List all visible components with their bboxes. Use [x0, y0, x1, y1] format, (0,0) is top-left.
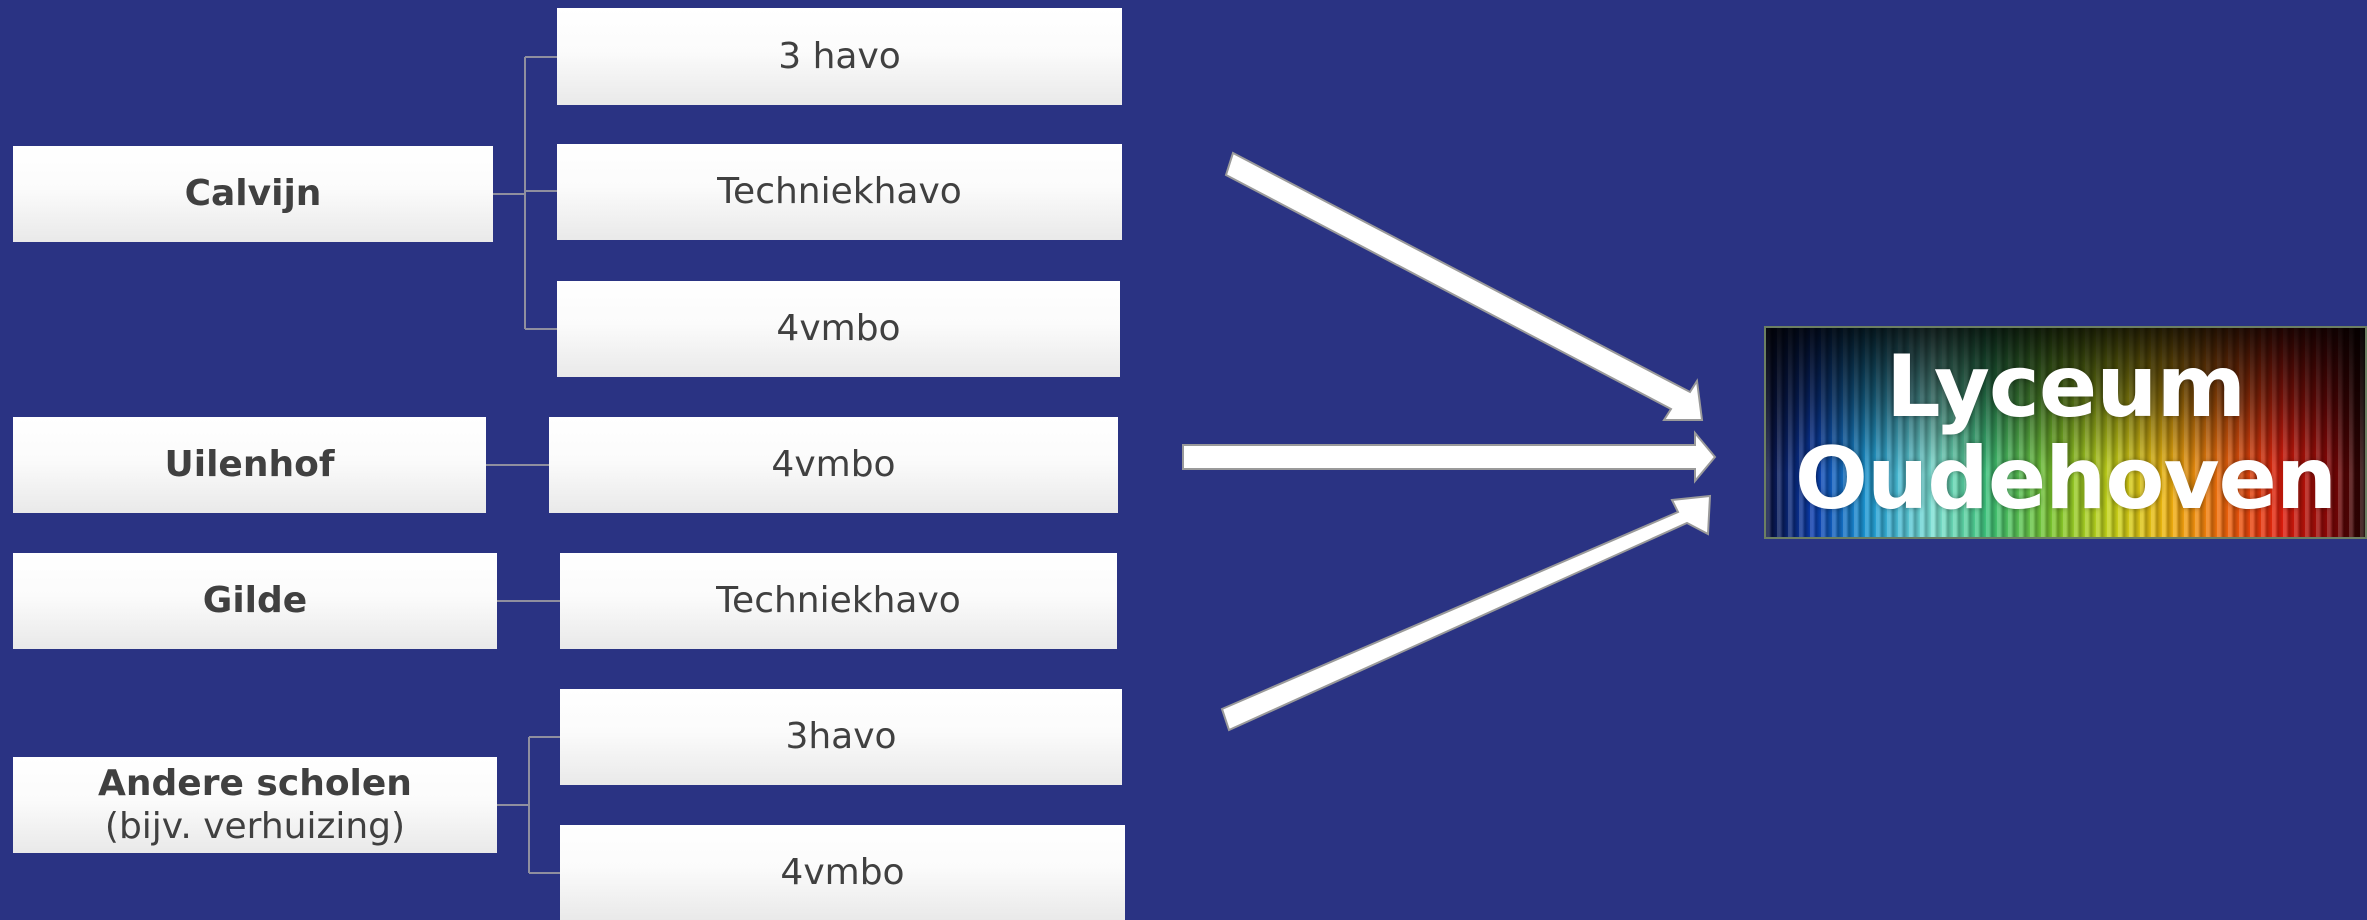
program-label: Techniekhavo	[716, 580, 961, 622]
program-label: 4vmbo	[771, 444, 896, 486]
arrow-upper	[1224, 151, 1704, 421]
school-name: Gilde	[202, 580, 308, 622]
school-andere: Andere scholen (bijv. verhuizing)	[13, 757, 497, 853]
program-label: 4vmbo	[776, 308, 901, 350]
program-label: 3 havo	[778, 35, 901, 77]
program-box: 4vmbo	[560, 825, 1125, 920]
program-label: Techniekhavo	[717, 171, 962, 213]
program-label: 3havo	[785, 716, 897, 758]
program-box: 4vmbo	[549, 417, 1118, 513]
school-calvijn: Calvijn	[13, 146, 493, 242]
school-name: Calvijn	[184, 173, 322, 215]
arrow-middle	[1182, 430, 1717, 484]
school-name: Andere scholen	[98, 762, 412, 804]
logo-line1: Lyceum	[1885, 336, 2246, 437]
program-box: 4vmbo	[557, 281, 1120, 377]
school-uilenhof: Uilenhof	[13, 417, 486, 513]
school-gilde: Gilde	[13, 553, 497, 649]
school-name: Uilenhof	[164, 444, 335, 486]
program-label: 4vmbo	[780, 851, 905, 893]
program-box: Techniekhavo	[557, 144, 1122, 240]
program-box: 3havo	[560, 689, 1122, 785]
arrow-lower	[1220, 494, 1712, 732]
logo-line2: Oudehoven	[1794, 428, 2337, 529]
program-box: 3 havo	[557, 8, 1122, 105]
lyceum-oudehoven-logo: Lyceum Oudehoven	[1764, 326, 2367, 539]
program-box: Techniekhavo	[560, 553, 1117, 649]
school-subtitle: (bijv. verhuizing)	[104, 806, 406, 847]
